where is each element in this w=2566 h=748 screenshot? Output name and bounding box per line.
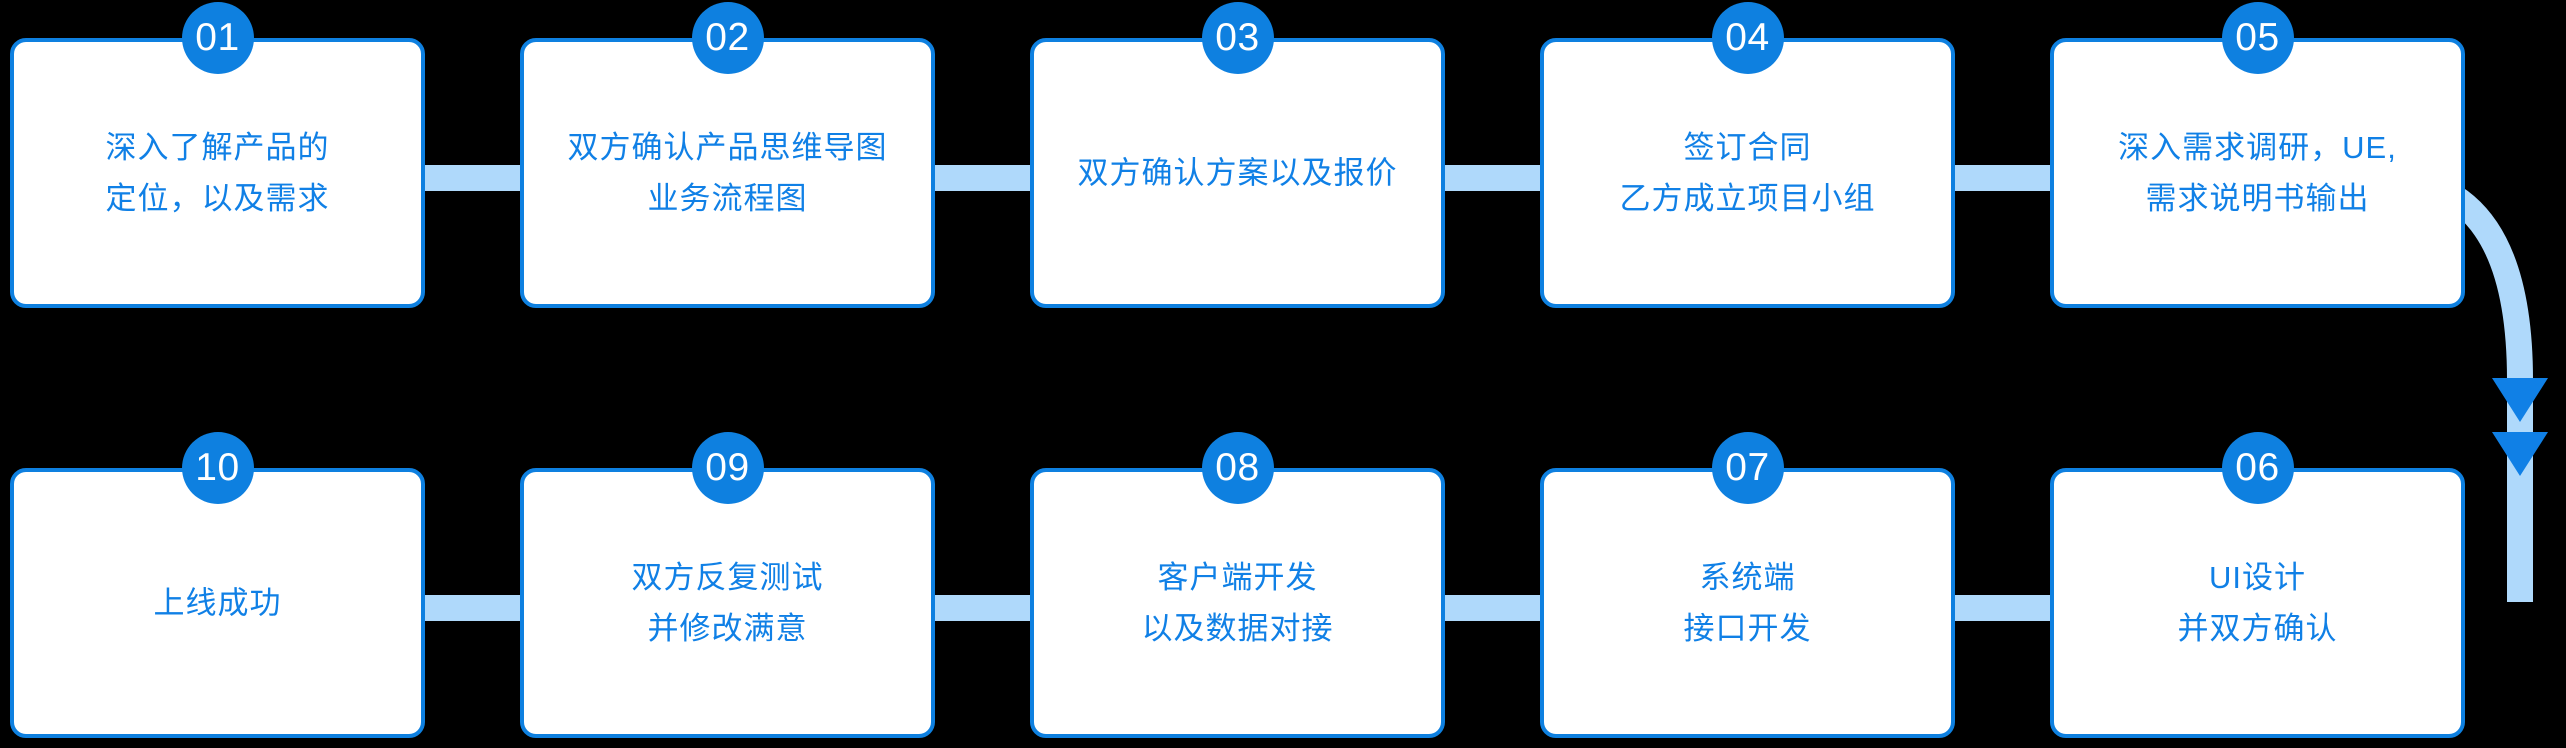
step-box-09[interactable]: 09 双方反复测试 并修改满意 <box>520 432 935 738</box>
connector-01-02 <box>415 165 520 191</box>
step-box-06[interactable]: 06 UI设计 并双方确认 <box>2050 432 2465 738</box>
connector-09-10 <box>415 595 520 621</box>
step-line: 以及数据对接 <box>1141 611 1334 646</box>
step-badge-03: 03 <box>1201 2 1274 74</box>
step-number-08: 08 <box>1215 445 1260 489</box>
step-box-07[interactable]: 07 系统端 接口开发 <box>1540 432 1955 738</box>
step-badge-01: 01 <box>181 2 254 74</box>
connector-02-03 <box>925 165 1030 191</box>
step-line: 双方确认产品思维导图 <box>567 130 888 165</box>
step-line: UI设计 <box>2209 560 2306 595</box>
connector-07-08 <box>1435 595 1540 621</box>
step-box-04[interactable]: 04 签订合同 乙方成立项目小组 <box>1540 2 1955 308</box>
step-line: 并修改满意 <box>647 611 808 646</box>
step-box-03[interactable]: 03 双方确认方案以及报价 <box>1030 2 1445 308</box>
step-box-01[interactable]: 01 深入了解产品的 定位，以及需求 <box>10 2 425 308</box>
step-line: 乙方成立项目小组 <box>1619 181 1876 216</box>
connector-04-05 <box>1945 165 2050 191</box>
step-box-05[interactable]: 05 深入需求调研，UE, 需求说明书输出 <box>2050 2 2465 308</box>
step-line: 业务流程图 <box>647 181 808 216</box>
connector-03-04 <box>1435 165 1540 191</box>
step-line: 并双方确认 <box>2177 611 2338 646</box>
step-badge-05: 05 <box>2221 2 2294 74</box>
step-text-05: 深入需求调研，UE, 需求说明书输出 <box>2054 122 2461 224</box>
connector-06-07 <box>1945 595 2050 621</box>
step-text-07: 系统端 接口开发 <box>1544 552 1951 654</box>
step-line: 深入了解产品的 <box>105 130 330 165</box>
step-line: 签订合同 <box>1683 130 1812 165</box>
step-line: 深入需求调研，UE, <box>2118 130 2397 165</box>
step-text-08: 客户端开发 以及数据对接 <box>1034 552 1441 654</box>
step-number-10: 10 <box>195 445 240 489</box>
step-badge-07: 07 <box>1711 432 1784 504</box>
arrowhead-lower <box>2492 432 2548 476</box>
step-number-02: 02 <box>705 15 750 59</box>
step-line: 双方确认方案以及报价 <box>1077 155 1398 191</box>
step-line: 客户端开发 <box>1157 560 1318 595</box>
step-badge-02: 02 <box>691 2 764 74</box>
step-number-05: 05 <box>2235 15 2280 59</box>
arrowhead-upper <box>2492 378 2548 422</box>
step-badge-08: 08 <box>1201 432 1274 504</box>
step-line: 上线成功 <box>153 585 282 621</box>
step-text-04: 签订合同 乙方成立项目小组 <box>1544 122 1951 224</box>
step-number-09: 09 <box>705 445 750 489</box>
step-line: 双方反复测试 <box>631 560 824 595</box>
step-line: 需求说明书输出 <box>2145 181 2370 216</box>
step-text-01: 深入了解产品的 定位，以及需求 <box>14 122 421 224</box>
step-badge-06: 06 <box>2221 432 2294 504</box>
step-text-06: UI设计 并双方确认 <box>2054 552 2461 654</box>
step-number-04: 04 <box>1725 15 1770 59</box>
step-text-02: 双方确认产品思维导图 业务流程图 <box>524 122 931 224</box>
step-number-03: 03 <box>1215 15 1260 59</box>
step-box-10[interactable]: 10 上线成功 <box>10 432 425 738</box>
step-number-06: 06 <box>2235 445 2280 489</box>
step-text-09: 双方反复测试 并修改满意 <box>524 552 931 654</box>
step-box-08[interactable]: 08 客户端开发 以及数据对接 <box>1030 432 1445 738</box>
step-line: 接口开发 <box>1683 611 1812 646</box>
step-text-10: 上线成功 <box>14 578 421 629</box>
step-badge-09: 09 <box>691 432 764 504</box>
step-badge-10: 10 <box>181 432 254 504</box>
step-line: 定位，以及需求 <box>105 181 330 216</box>
step-text-03: 双方确认方案以及报价 <box>1034 148 1441 199</box>
connector-08-09 <box>925 595 1030 621</box>
step-box-02[interactable]: 02 双方确认产品思维导图 业务流程图 <box>520 2 935 308</box>
step-badge-04: 04 <box>1711 2 1784 74</box>
step-line: 系统端 <box>1699 560 1796 595</box>
step-number-07: 07 <box>1725 445 1770 489</box>
step-number-01: 01 <box>195 15 240 59</box>
